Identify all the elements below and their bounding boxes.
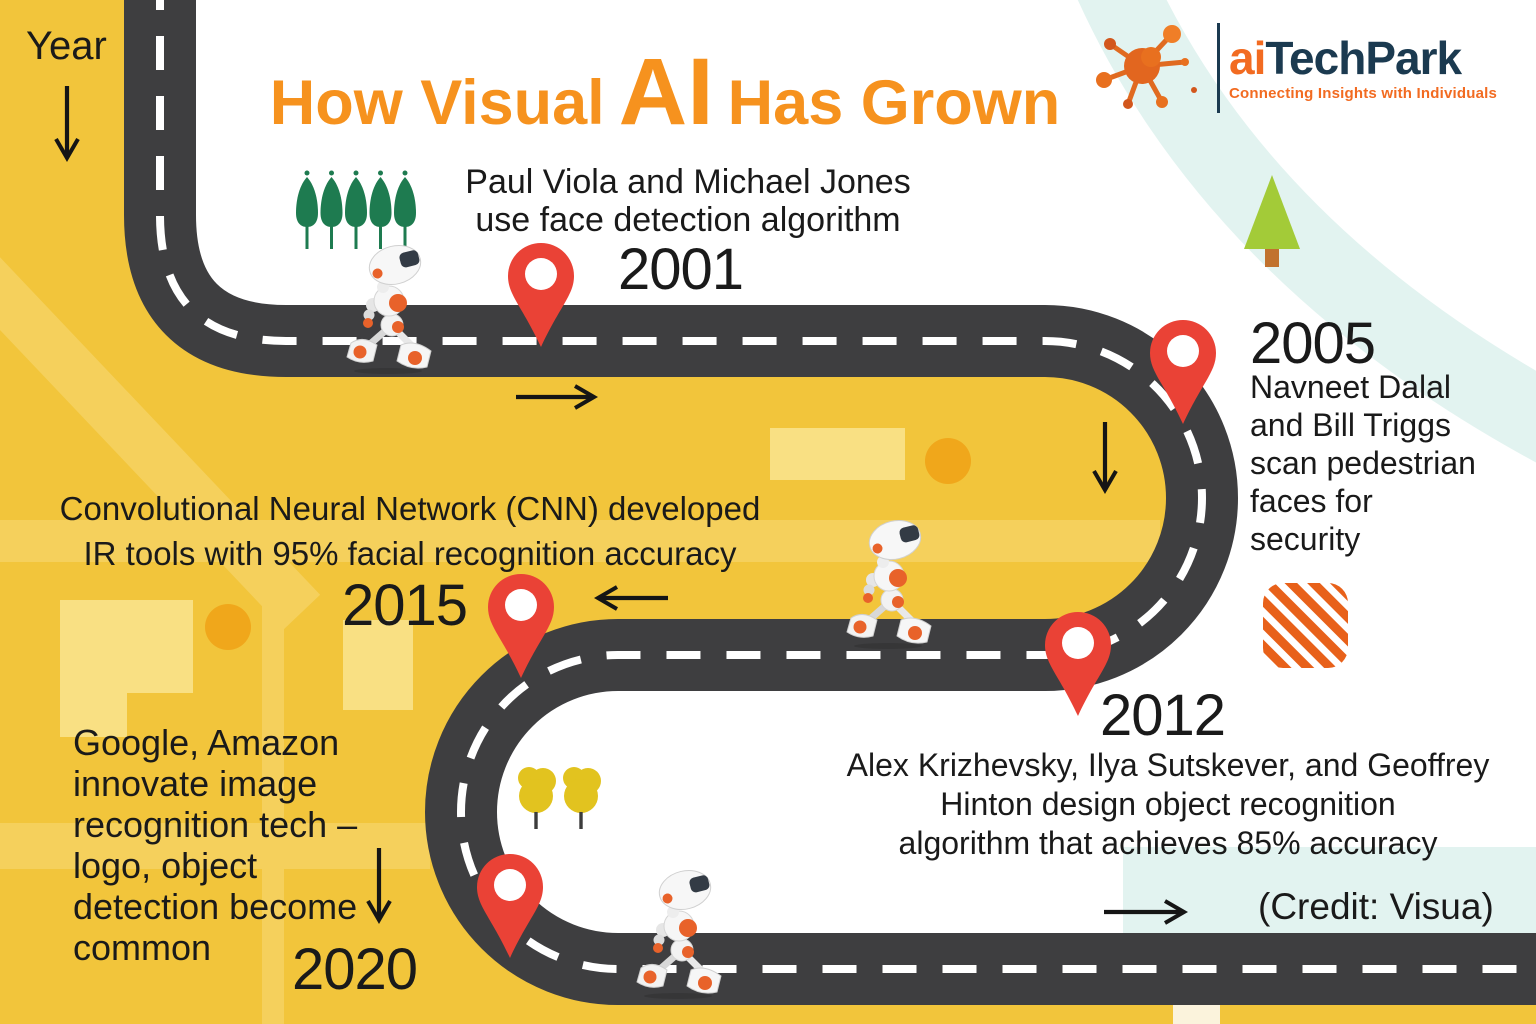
map-block [60,600,193,693]
yellow-trees-icon [518,767,601,829]
map-circle [925,438,971,484]
text-line: Paul Viola and Michael Jones [465,163,911,201]
green-tree-row-icon [296,170,416,249]
milestone-2005-year: 2005 [1250,311,1376,376]
striped-square-icon [1263,583,1348,668]
map-block [770,428,905,480]
map-street-details [0,257,1220,1024]
milestone-2015-year: 2015 [342,573,468,638]
map-block [343,620,413,710]
milestone-2020-year: 2020 [292,937,418,1002]
credit-panel [1123,847,1536,937]
map-gap [1173,1003,1220,1024]
text-line: Hinton design object recognition [940,786,1396,822]
text-line: logo, object [73,845,258,886]
text-line: use face detection algorithm [475,201,901,239]
text-line: Google, Amazon [73,722,340,763]
milestone-2012-year: 2012 [1100,683,1226,748]
map-block [60,693,127,737]
text-line: common [73,927,212,968]
text-line: Alex Krizhevsky, Ilya Sutskever, and Geo… [846,747,1490,783]
milestone-2015-description: Convolutional Neural Network (CNN) devel… [8,486,812,576]
text-line: Convolutional Neural Network (CNN) devel… [59,490,761,527]
text-line: faces for [1250,483,1373,519]
title-prefix: How Visual [269,68,605,138]
text-line: security [1250,521,1361,557]
logo-divider [1217,23,1220,113]
text-line: IR tools with 95% facial recognition acc… [83,535,737,572]
credit-label: (Credit: Visua) [1258,886,1494,927]
text-line: innovate image [73,763,318,804]
milestone-2020-description: Google, Amazon innovate image recognitio… [73,722,357,968]
year-axis-label: Year [26,24,107,68]
milestone-2012-description: Alex Krizhevsky, Ilya Sutskever, and Geo… [795,746,1536,863]
logo-brand-rest: TechPark [1265,32,1462,84]
logo-brand: aiTechPark [1229,34,1497,82]
title-highlight: AI [618,39,714,145]
text-line: scan pedestrian [1250,445,1476,481]
text-line: algorithm that achieves 85% accuracy [898,825,1438,861]
logo-text: aiTechPark Connecting Insights with Indi… [1229,34,1497,102]
logo-brand-ai: ai [1229,32,1266,84]
aitechpark-logo: aiTechPark Connecting Insights with Indi… [1092,20,1497,116]
text-line: detection become [73,886,358,927]
text-line: Navneet Dalal [1250,369,1451,405]
title-suffix: Has Grown [727,68,1061,138]
pine-tree-icon [1244,175,1300,267]
map-circle [205,604,251,650]
logo-molecule-icon [1096,25,1197,109]
text-line: and Bill Triggs [1250,407,1451,443]
milestone-2005-description: Navneet Dalal and Bill Triggs scan pedes… [1250,368,1476,558]
road-center-dashes [156,0,1536,973]
milestone-2001-description: Paul Viola and Michael Jones use face de… [438,163,938,239]
logo-tagline: Connecting Insights with Individuals [1229,85,1498,102]
milestone-2001-year: 2001 [618,237,744,302]
map-street-vertical [262,556,284,1024]
map-street-horizontal-2 [0,520,1160,562]
text-line: recognition tech – [73,804,358,845]
map-street-horizontal [0,823,430,869]
